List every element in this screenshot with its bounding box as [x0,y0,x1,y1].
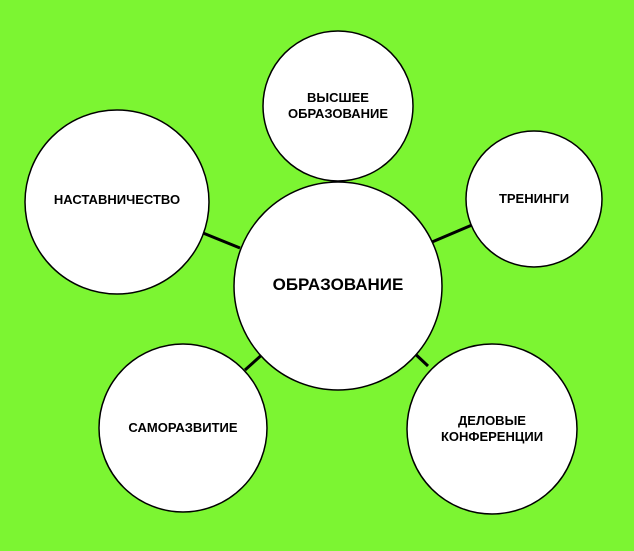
node-label-self-development: САМОРАЗВИТИЕ [128,420,238,436]
node-circle-center [233,181,443,391]
node-label-mentoring: НАСТАВНИЧЕСТВО [53,192,181,208]
node-label-conferences: ДЕЛОВЫЕ КОНФЕРЕНЦИИ [440,413,544,444]
connector-mentoring [202,231,241,250]
node-circle-higher-education [262,30,414,182]
node-label-higher-education: ВЫСШЕЕ ОБРАЗОВАНИЕ [288,90,388,121]
node-circle-trainings [465,130,603,268]
connector-trainings [431,223,473,244]
node-circle-mentoring [24,109,210,295]
node-label-trainings: ТРЕНИНГИ [498,191,570,207]
node-circle-conferences [406,343,578,515]
node-label-center: ОБРАЗОВАНИЕ [272,274,404,294]
node-circle-self-development [98,343,268,513]
